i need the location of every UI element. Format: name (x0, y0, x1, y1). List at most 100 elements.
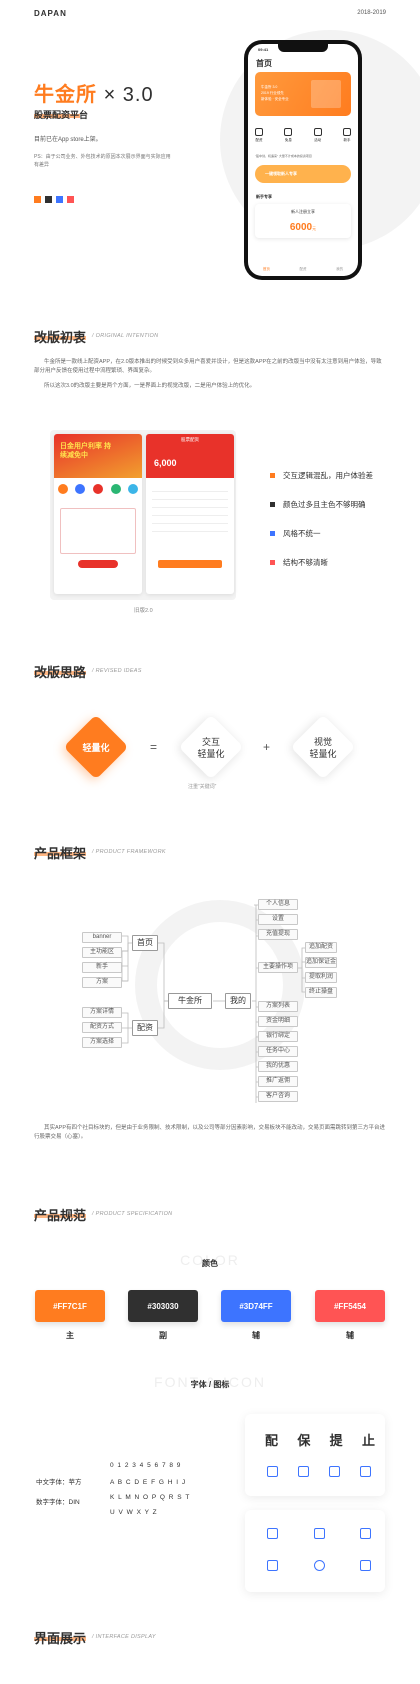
fw-home-item: banner (82, 932, 122, 943)
nav-xinshou-icon (342, 128, 351, 136)
new-user-amount-row: 6000元 (255, 217, 351, 235)
banner-line2: 2019 行业领先 (261, 91, 284, 95)
nav-peizi-icon (255, 128, 263, 136)
new-user-unit: 元 (312, 226, 317, 231)
color-label: 颜色 (202, 1259, 218, 1268)
phone-section-title: 新手专享 (256, 194, 272, 199)
ideas-caption: 注重“关键词” (188, 784, 217, 790)
new-user-title: 新人注册立享 (291, 209, 315, 214)
ideas-title-highlight (34, 671, 86, 675)
phone-promo[interactable]: 一键领取新人专享 (255, 165, 351, 183)
old2-row (152, 523, 228, 524)
old1-icon-5 (128, 484, 139, 494)
clipboard-icon (267, 1560, 278, 1571)
display-title-en: / INTERFACE DISPLAY (92, 1634, 156, 1640)
fw-home-item: 方案 (82, 977, 122, 988)
font-num-label: 数字字体：DIN (36, 1499, 80, 1506)
icon-word-pei: 配 (265, 1433, 279, 1448)
old2-row (152, 531, 228, 532)
nav-huodong-icon (313, 128, 322, 136)
phone-new-user-card[interactable]: 新人注册立享 6000元 (255, 204, 351, 238)
swatch-blue-name: 辅 (252, 1331, 260, 1340)
old2-title: 股票配资 (181, 437, 199, 442)
problem-legend: 交互逻辑混乱，用户体验差 颜色过多且主色不够明确 风格不统一 结构不够清晰 (270, 470, 373, 568)
color-dots (34, 196, 74, 203)
legend-swatch-dark (270, 502, 275, 507)
fw-mine-item: 主要操作项 (258, 962, 298, 973)
spec-title-en: / PRODUCT SPECIFICATION (92, 1211, 173, 1217)
nav-peizi[interactable]: 配资 (255, 128, 263, 143)
dot-dark (45, 196, 52, 203)
legend-item-2: 颜色过多且主色不够明确 (270, 499, 373, 510)
tab-mine[interactable]: 我的 (336, 267, 344, 271)
intro-title-highlight (34, 336, 86, 340)
legend-text-2: 颜色过多且主色不够明确 (283, 500, 366, 509)
font-sample-digits: 0 1 2 3 4 5 6 7 8 9 (110, 1462, 182, 1469)
phone-notice[interactable]: “股中剑，机遇来” 大量不计成本的投资项目 (255, 154, 312, 158)
fw-mine-item: 方案列表 (258, 1001, 298, 1012)
hero-ps-note: PS：由于公司业务、外包技术的原因本次展示界面与实际应用有差异 (34, 154, 171, 168)
swatch-accent-blue: #3D74FF (221, 1290, 291, 1322)
calendar-icon (329, 1466, 340, 1477)
old-version-caption: 旧版2.0 (134, 608, 153, 614)
nav-huodong-label: 活动 (314, 138, 322, 142)
fw-op-item: 追加保证金 (305, 957, 337, 968)
icon-row-2 (267, 1528, 371, 1539)
subtitle-highlight (34, 114, 80, 118)
copy-icon (313, 1528, 325, 1539)
legend-swatch-orange (270, 473, 275, 478)
font-sample-alpha-2: K L M N O P Q R S T (110, 1494, 191, 1501)
framework-home: 首页 (132, 935, 158, 951)
hero-title-main: 牛金所 (34, 84, 97, 106)
nav-xinshou[interactable]: 新手 (342, 128, 351, 143)
nav-huodong[interactable]: 活动 (313, 128, 322, 143)
intro-title-en: / ORIGINAL INTENTION (92, 333, 159, 339)
tab-peizi[interactable]: 配资 (299, 267, 307, 271)
equals-sign: = (150, 740, 158, 754)
framework-description: 其实APP有四个社目标块的，但是由于业务限制、技术限制，以及公司等部分因素影响，… (34, 1125, 386, 1140)
framework-title: 产品框架 (34, 846, 87, 861)
banner-building-graphic (311, 80, 341, 108)
fw-home-item: 新手 (82, 962, 122, 973)
ideas-title-en: / REVISED IDEAS (92, 668, 142, 674)
visual-line2: 轻量化 (309, 749, 337, 759)
nav-mianxi[interactable]: 免息 (284, 128, 293, 143)
old2-header: 股票配资 6,000 (146, 434, 234, 478)
old1-icon-3 (92, 484, 103, 494)
year-range: 2018-2019 (357, 10, 386, 16)
framework-root: 牛金所 (168, 993, 212, 1009)
old2-row (152, 515, 228, 516)
old-screen-1: 日金用户利率 持续减免中 (54, 434, 142, 594)
font-icon-label: 字体 / 图标 (190, 1380, 230, 1389)
legend-swatch-red (270, 560, 275, 565)
old1-button (78, 560, 118, 568)
fw-mine-item: 推广返佣 (258, 1076, 298, 1087)
old2-row (152, 491, 228, 492)
fw-peizi-item: 配资方式 (82, 1022, 122, 1033)
wallet-icon (298, 1466, 309, 1477)
promo-label: 一键领取新人专享 (265, 171, 297, 176)
spec-title: 产品规范 (34, 1208, 87, 1223)
new-user-amount: 6000 (289, 222, 313, 233)
swatch-secondary: #303030 (128, 1290, 198, 1322)
fw-mine-item: 设置 (258, 914, 298, 925)
fw-home-item: 主功能区 (82, 947, 122, 958)
icon-card-2 (245, 1510, 385, 1592)
phone-tabbar: 首页 配资 我的 (248, 267, 358, 272)
diamond-icon (267, 1466, 278, 1477)
font-sample-alpha-1: A B C D E F G H I J (110, 1479, 187, 1486)
phone-nav-row: 配资 免息 活动 新手 (255, 128, 351, 143)
visual-label: 视觉 轻量化 (292, 736, 354, 760)
icon-row-1 (267, 1466, 371, 1477)
phone-page-title: 首页 (256, 59, 272, 68)
old1-icon-2 (75, 484, 86, 494)
tab-home[interactable]: 首页 (262, 267, 270, 271)
ideas-title: 改版思路 (34, 665, 87, 680)
old2-row (152, 507, 228, 508)
old1-icons (54, 484, 142, 494)
legend-text-3: 风格不统一 (283, 529, 321, 538)
legend-text-4: 结构不够清晰 (283, 558, 328, 567)
display-title: 界面展示 (34, 1631, 87, 1646)
fw-mine-item: 充值提现 (258, 929, 298, 940)
old1-icon-1 (57, 484, 68, 494)
